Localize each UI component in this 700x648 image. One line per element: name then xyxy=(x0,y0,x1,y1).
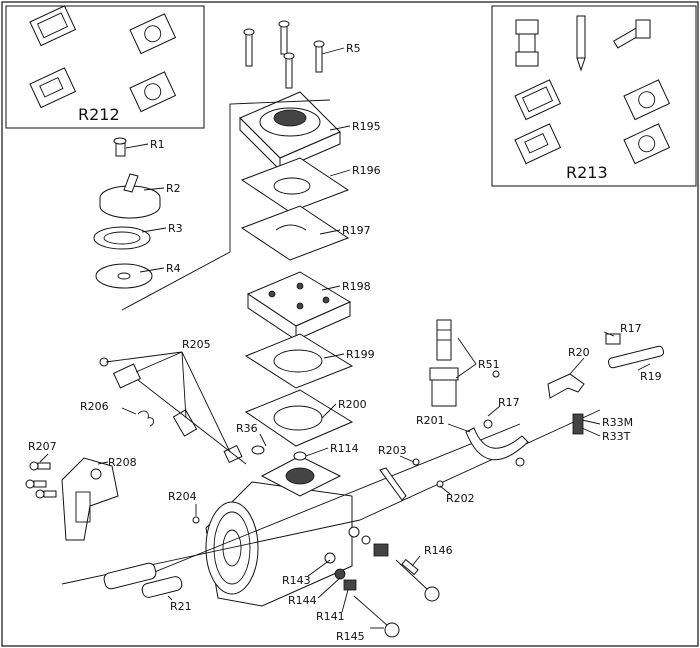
label-r1: R1 xyxy=(150,138,165,151)
label-r143: R143 xyxy=(282,574,311,587)
label-r17: R17 xyxy=(498,396,520,409)
governor-cover-group xyxy=(93,137,161,289)
label-r204: R204 xyxy=(168,490,197,503)
label-r202: R202 xyxy=(446,492,475,505)
leader-lines xyxy=(39,47,651,629)
label-r3: R3 xyxy=(168,222,183,235)
label-r197: R197 xyxy=(342,224,371,237)
label-r205: R205 xyxy=(182,338,211,351)
linkage-group xyxy=(99,357,247,465)
label-r20: R20 xyxy=(568,346,590,359)
label-r141: R141 xyxy=(316,610,345,623)
bracket-group xyxy=(25,457,119,541)
carburetor-body xyxy=(61,409,601,607)
lower-small-parts xyxy=(192,370,500,638)
kit-box-r212: R212 xyxy=(5,5,205,129)
label-r33m: R33M xyxy=(602,416,633,429)
valve-group xyxy=(429,319,459,407)
label-r199: R199 xyxy=(346,348,375,361)
label-r208: R208 xyxy=(108,456,137,469)
label-r4: R4 xyxy=(166,262,181,275)
label-r206: R206 xyxy=(80,400,109,413)
label-r198: R198 xyxy=(342,280,371,293)
label-r51: R51 xyxy=(478,358,500,371)
label-r146: R146 xyxy=(424,544,453,557)
kit-label-r212: R212 xyxy=(78,105,120,124)
label-r2: R2 xyxy=(166,182,181,195)
label-r207: R207 xyxy=(28,440,57,453)
label-r200: R200 xyxy=(338,398,367,411)
kit-label-r213: R213 xyxy=(566,163,608,182)
label-r19: R19 xyxy=(640,370,662,383)
label-r203: R203 xyxy=(378,444,407,457)
label-r201: R201 xyxy=(416,414,445,427)
pump-stack xyxy=(239,20,354,447)
label-r145: R145 xyxy=(336,630,365,643)
label-r36: R36 xyxy=(236,422,258,435)
label-r114: R114 xyxy=(330,442,359,455)
label-r17-top: R17 xyxy=(620,322,642,335)
part-labels: R1 R2 R3 R4 R5 R195 R196 R197 R198 R199 … xyxy=(28,42,662,643)
assembly-outline xyxy=(121,99,331,311)
tube-parts xyxy=(103,562,183,598)
float-lever-group xyxy=(379,333,665,501)
label-r33t: R33T xyxy=(602,430,631,443)
kit-box-r213: R213 xyxy=(491,5,697,187)
label-r196: R196 xyxy=(352,164,381,177)
label-r144: R144 xyxy=(288,594,317,607)
label-r195: R195 xyxy=(352,120,381,133)
label-r5: R5 xyxy=(346,42,361,55)
label-r21: R21 xyxy=(170,600,192,613)
